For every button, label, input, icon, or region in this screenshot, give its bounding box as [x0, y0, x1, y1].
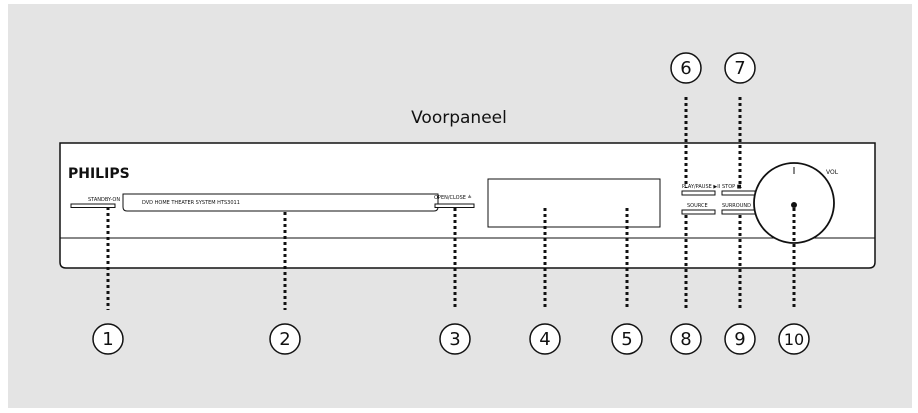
source-button[interactable]	[681, 209, 716, 215]
callout-circle-4	[529, 323, 561, 355]
standby-label: STANDBY-ON	[88, 197, 120, 203]
callout-circle-2	[269, 323, 301, 355]
source-label: SOURCE	[687, 203, 708, 209]
vol-label: VOL	[826, 169, 839, 176]
open-close-button[interactable]	[434, 203, 475, 208]
brand-logo: PHILIPS	[68, 166, 130, 182]
display-panel	[487, 178, 661, 228]
callout-number-10: 10	[784, 330, 804, 349]
callout-circles	[92, 52, 810, 355]
volume-knob[interactable]	[753, 162, 835, 244]
callout-number-3: 3	[449, 329, 460, 350]
stop-button[interactable]	[721, 190, 756, 196]
callout-circle-7	[724, 52, 756, 84]
callout-numbers: 1 2 3 4 5 6 7 8 9 10	[102, 58, 804, 350]
play-pause-button[interactable]	[681, 190, 716, 196]
callout-number-8: 8	[680, 329, 691, 350]
callout-circle-3	[439, 323, 471, 355]
callout-circle-8	[670, 323, 702, 355]
callout-number-4: 4	[539, 329, 550, 350]
callout-number-7: 7	[734, 58, 745, 79]
tray-label: DVD HOME THEATER SYSTEM HTS3011	[142, 200, 240, 206]
callout-circle-10	[778, 323, 810, 355]
surround-label: SURROUND	[722, 203, 751, 209]
diagram-title: Voorpaneel	[411, 108, 507, 128]
callout-number-9: 9	[734, 329, 745, 350]
leader-lines	[106, 97, 796, 310]
stop-label: STOP ■	[722, 184, 742, 190]
callout-circle-1	[92, 323, 124, 355]
callout-number-1: 1	[102, 329, 113, 350]
callout-number-5: 5	[621, 329, 632, 350]
surround-button[interactable]	[721, 209, 756, 215]
open-close-label: OPEN/CLOSE ≜	[434, 194, 472, 201]
callout-circle-5	[611, 323, 643, 355]
play-pause-label: PLAY/PAUSE ▶II	[682, 184, 720, 190]
callout-circle-9	[724, 323, 756, 355]
standby-button[interactable]	[70, 203, 116, 208]
callout-number-6: 6	[680, 58, 691, 79]
callout-number-2: 2	[279, 329, 290, 350]
callout-circle-6	[670, 52, 702, 84]
